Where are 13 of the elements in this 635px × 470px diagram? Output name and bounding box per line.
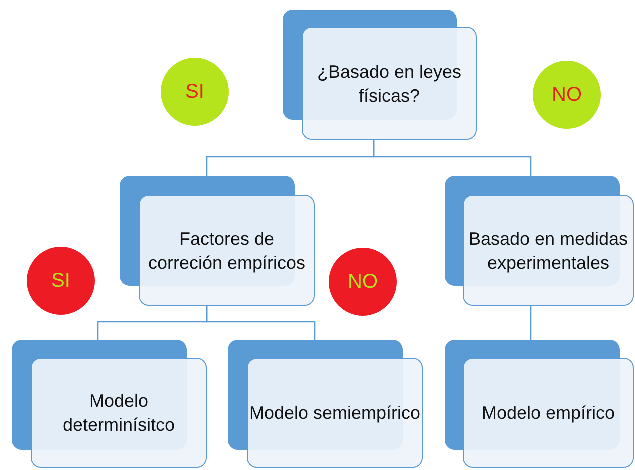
answer-circle: NO bbox=[329, 248, 397, 316]
answer-circle: NO bbox=[533, 61, 601, 129]
box-label: Factores de correción empíricos bbox=[147, 228, 307, 274]
answer-circle: SI bbox=[161, 58, 229, 126]
box-label: Modelo determinísitco bbox=[62, 390, 176, 437]
box-label: ¿Basado en leyes físicas? bbox=[316, 60, 463, 108]
connector-line bbox=[373, 140, 532, 176]
box-label: Basado en medidas experimentales bbox=[468, 228, 630, 274]
answer-circle: SI bbox=[27, 247, 95, 315]
connector-line bbox=[530, 306, 532, 340]
box-label: Modelo semiempírico bbox=[249, 402, 421, 425]
box-label: Modelo empírico bbox=[482, 402, 616, 425]
connector-line bbox=[206, 306, 316, 340]
